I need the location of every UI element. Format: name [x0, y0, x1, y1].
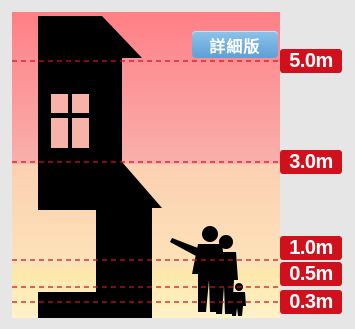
depth-scale-panel: 詳細版	[12, 12, 280, 318]
level-badge-03m: 0.3m	[280, 290, 342, 314]
level-badge-5m: 5.0m	[280, 49, 342, 73]
house-silhouette-icon	[38, 16, 162, 318]
silhouettes	[12, 16, 280, 318]
level-badge-05m: 0.5m	[280, 262, 342, 286]
detail-version-button[interactable]: 詳細版	[192, 31, 278, 58]
level-badge-1m: 1.0m	[280, 236, 342, 260]
adult-silhouette-icon	[170, 226, 238, 314]
window-icon	[51, 94, 89, 148]
level-badge-3m: 3.0m	[280, 150, 342, 174]
